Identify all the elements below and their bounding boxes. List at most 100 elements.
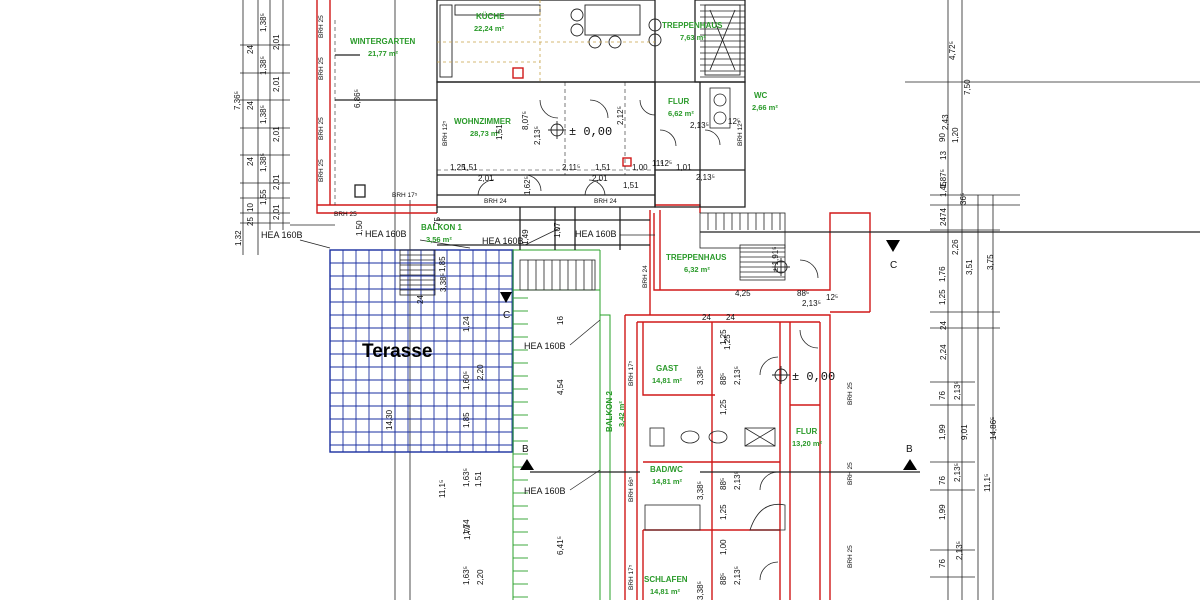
beam-leaders: [299, 227, 655, 491]
dimension-label: 14,86⁵: [989, 417, 998, 440]
wall-label: BRH 66⁵: [628, 476, 635, 502]
bathroom-fixtures: [644, 87, 786, 531]
beam-labels: HEA 160B HEA 160B HEA 160B HEA 160B HEA …: [261, 229, 617, 496]
wall-label: BRH 25: [318, 15, 325, 38]
room-area-gast: 14,81 m²: [652, 376, 683, 385]
section-letter-b: B: [906, 444, 913, 455]
dimension-label: 1,00: [719, 539, 728, 555]
dimension-label: 74: [939, 208, 948, 217]
dimension-label: 1,51: [623, 181, 639, 190]
dimension-label: 10: [246, 203, 255, 212]
room-name-schlafen: SCHLAFEN: [644, 575, 688, 584]
dimension-label: 3,51: [965, 259, 974, 275]
dimension-label: 2,01: [592, 174, 608, 183]
section-letter-b: B: [522, 444, 529, 455]
dimension-label: 2,12⁵: [616, 106, 625, 125]
room-area-badwc: 14,81 m²: [652, 477, 683, 486]
dimension-label: 2,13⁵: [533, 126, 542, 145]
dimension-label: 8,07⁵: [521, 111, 530, 130]
wall-labels: BRH 25 BRH 25 BRH 25 BRH 25 BRH 12⁵ BRH …: [318, 15, 854, 590]
dimension-label: 1,51: [595, 163, 611, 172]
dimension-label: 1,74: [462, 519, 471, 535]
dimension-label: 1,76: [938, 266, 947, 282]
dimension-label: 88⁵: [719, 373, 728, 385]
dimension-label: 2,01: [272, 174, 281, 190]
walls-red: [316, 0, 871, 600]
dimension-label: 1,01: [676, 163, 692, 172]
dimension-label: 1,25: [719, 399, 728, 415]
wall-label: BRH 25: [318, 117, 325, 140]
room-name-wintergarten: WINTERGARTEN: [350, 37, 416, 46]
room-name-kueche: KÜCHE: [476, 12, 505, 21]
dimension-label: 24: [726, 313, 735, 322]
wall-label: BRH 25: [847, 545, 854, 568]
dimension-label: 2,13⁵: [733, 471, 742, 490]
dimension-label: 88⁵: [719, 478, 728, 490]
dimension-label: 1,38⁵: [259, 13, 268, 32]
dimension-label: 4,25: [735, 289, 751, 298]
dimension-label: 1,07: [553, 222, 562, 238]
dimension-label: 76: [938, 476, 947, 485]
dimension-label: 1,60⁵: [462, 371, 471, 390]
dimension-label: 3,38⁵: [439, 273, 448, 292]
dimension-label: 24: [246, 157, 255, 166]
beam-label: HEA 160B: [365, 229, 407, 239]
dimension-label: 14,30: [385, 409, 394, 430]
dimension-label: 9,01: [960, 424, 969, 440]
dimension-label: 24: [702, 313, 711, 322]
dimension-label: 88⁵: [719, 573, 728, 585]
dimension-label: 1,25: [719, 329, 728, 345]
dimension-label: 3,75: [986, 254, 995, 270]
wall-label: BRH 25: [334, 211, 357, 218]
dimension-label: 2,13⁵: [953, 463, 962, 482]
level-mark: ± 0,00: [569, 125, 612, 139]
beam-label: HEA 160B: [261, 230, 303, 240]
dimension-label: 24: [416, 295, 425, 304]
dashed-lines: [437, 0, 655, 82]
dimension-label: 2,20: [476, 364, 485, 380]
left-dimension-lines: [240, 0, 411, 600]
dimension-label: 1,25: [723, 334, 732, 350]
dimension-label: 1,51: [474, 471, 483, 487]
level-labels: ± 0,00 ± 0,00 ± 1,91⁵: [569, 125, 835, 384]
dimension-label: 2,01: [272, 126, 281, 142]
dimension-label: 2,13⁵: [955, 541, 964, 560]
right-dimension-lines: [905, 0, 1200, 600]
dimension-label: 1,55: [259, 189, 268, 205]
dimension-label: 2,13⁵: [733, 566, 742, 585]
dimension-label: 2,13⁵: [696, 173, 715, 182]
dimension-label: 88⁵: [797, 289, 809, 298]
room-name-badwc: BAD/WC: [650, 465, 683, 474]
dimension-label: 1,32: [234, 230, 243, 246]
dimension-label: 1,99: [938, 424, 947, 440]
room-area-treppenhaus-top: 7,63 m²: [680, 33, 706, 42]
room-name-balkon2: BALKON 2: [605, 391, 614, 432]
stairs: [399, 4, 786, 296]
dimension-label: 1,87⁵: [939, 169, 948, 188]
dimension-label: 4,72⁵: [948, 41, 957, 60]
dimension-label: 1,38⁵: [259, 105, 268, 124]
dimension-label: 6,86⁵: [353, 89, 362, 108]
dimension-label: 1,25: [938, 289, 947, 305]
dimension-label: 11,1⁵: [438, 480, 447, 498]
dimension-label: 7,50: [963, 79, 972, 95]
dimension-label: 25: [246, 217, 255, 226]
kitchen-furniture: [439, 4, 741, 78]
dimension-label: 1,45: [939, 181, 948, 197]
dimension-label: 90: [938, 133, 947, 142]
walls-upper: [335, 0, 1200, 473]
dimension-label: 2,24: [939, 344, 948, 360]
dimension-label: 3,38⁵: [696, 481, 705, 500]
dimension-label: 1,38⁵: [259, 153, 268, 172]
dimension-label: 24: [246, 45, 255, 54]
room-name-treppenhaus-mid: TREPPENHAUS: [666, 253, 727, 262]
section-markers: [500, 240, 917, 470]
room-name-treppenhaus-top: TREPPENHAUS: [662, 21, 723, 30]
dimension-label: 2,43: [941, 114, 950, 130]
dimension-label: 76: [938, 391, 947, 400]
wall-label: BRH 24: [642, 265, 649, 288]
dimension-label: 2,20: [476, 569, 485, 585]
room-name-flur-top: FLUR: [668, 97, 690, 106]
dimension-label: 12⁵: [660, 159, 672, 168]
